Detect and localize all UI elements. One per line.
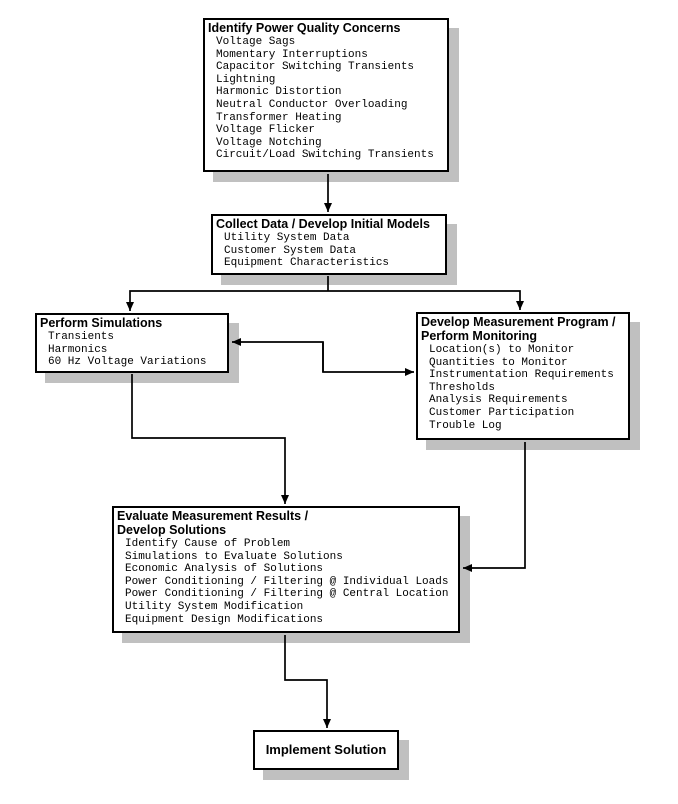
list-item: Quantities to Monitor: [429, 356, 568, 369]
list-item: Momentary Interruptions: [216, 48, 368, 61]
node-title: Evaluate Measurement Results / Develop S…: [117, 509, 309, 537]
arrow-simulate-to-measure: [322, 342, 414, 376]
arrow-measure-to-evaluate: [463, 442, 526, 572]
list-item: Instrumentation Requirements: [429, 369, 614, 382]
list-item: Transformer Heating: [216, 111, 342, 124]
list-item: Lightning: [216, 73, 276, 86]
arrow-measure-to-simulate: [232, 338, 324, 372]
list-item: Economic Analysis of Solutions: [125, 563, 324, 576]
arrow-collect-to-measure: [328, 290, 524, 310]
list-item: Neutral Conductor Overloading: [216, 98, 408, 111]
list-item: Equipment Design Modifications: [125, 613, 324, 626]
list-item: Harmonics: [48, 343, 108, 356]
list-item: Harmonic Distortion: [216, 86, 342, 99]
node-title: Collect Data / Develop Initial Models: [216, 217, 430, 231]
list-item: Power Conditioning / Filtering @ Individ…: [125, 575, 449, 588]
list-item: Equipment Characteristics: [224, 257, 390, 270]
node-title: Implement Solution: [265, 742, 387, 757]
list-item: Circuit/Load Switching Transients: [216, 149, 434, 162]
list-item: Utility System Data: [224, 232, 350, 244]
list-item: Trouble Log: [429, 419, 502, 432]
list-item: Voltage Sags: [216, 36, 296, 48]
list-item: Customer System Data: [224, 244, 357, 257]
node-evaluate-measurement-results: Evaluate Measurement Results / Develop S…: [112, 506, 460, 633]
list-item: Utility System Modification: [125, 600, 304, 613]
list-item: Customer Participation: [429, 406, 575, 419]
list-item: Capacitor Switching Transients: [216, 61, 415, 74]
node-title: Develop Measurement Program / Perform Mo…: [421, 315, 616, 343]
node-collect-data-develop-initial-models: Collect Data / Develop Initial Models Ut…: [211, 214, 447, 275]
list-item: Simulations to Evaluate Solutions: [125, 550, 343, 563]
arrow-evaluate-to-implement: [284, 635, 331, 728]
list-item: Power Conditioning / Filtering @ Central…: [125, 588, 449, 601]
list-item: Voltage Flicker: [216, 124, 316, 137]
node-develop-measurement-program: Develop Measurement Program / Perform Mo…: [416, 312, 630, 440]
node-identify-power-quality-concerns: Identify Power Quality Concerns Voltage …: [203, 18, 449, 172]
node-title: Identify Power Quality Concerns: [208, 21, 401, 35]
list-item: Location(s) to Monitor: [429, 344, 575, 356]
arrow-simulate-to-evaluate: [131, 374, 289, 504]
list-item: Analysis Requirements: [429, 394, 568, 407]
arrow-collect-to-simulate: [126, 290, 328, 311]
list-item: Thresholds: [429, 381, 496, 394]
node-title: Perform Simulations: [40, 316, 163, 330]
list-item: Voltage Notching: [216, 136, 322, 149]
list-item: 60 Hz Voltage Variations: [48, 356, 207, 369]
list-item: Identify Cause of Problem: [125, 538, 291, 550]
list-item: Transients: [48, 331, 115, 343]
node-implement-solution: Implement Solution: [253, 730, 399, 770]
